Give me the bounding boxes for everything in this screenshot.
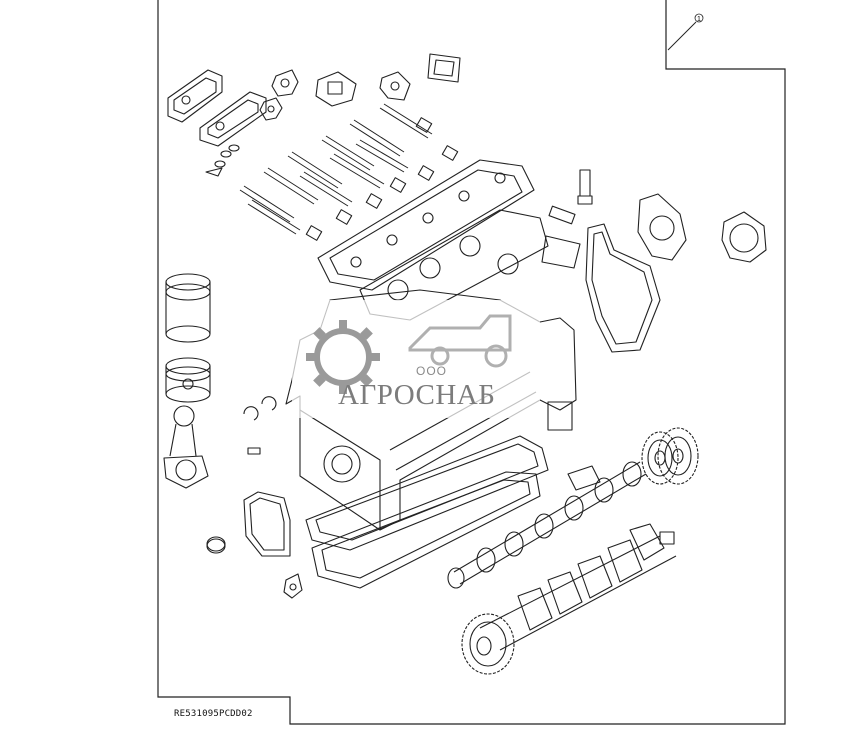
flange-gasket-1 (271, 69, 299, 97)
head-bolts (239, 103, 433, 235)
timing-cover-gasket (585, 223, 661, 353)
camshaft (447, 461, 647, 589)
water-pump-gasket (637, 193, 687, 261)
crank-seal (206, 536, 226, 554)
connecting-rod (163, 405, 209, 489)
valve-seals (305, 117, 459, 241)
head-gasket (317, 159, 535, 291)
valve-cover-gasket-right (199, 91, 267, 147)
crankshaft (479, 523, 677, 651)
idler-gear (657, 427, 699, 485)
piston (165, 357, 211, 403)
square-gasket (427, 53, 461, 83)
small-bracket-gasket (283, 573, 303, 599)
rear-cover-gasket (243, 491, 291, 557)
cam-gear (641, 431, 679, 485)
callout-1: 1 (667, 13, 704, 51)
round-cover-gasket (721, 211, 767, 263)
combine-harvester-icon (408, 314, 512, 368)
diagram-frame (157, 0, 786, 725)
exhaust-flange-gasket (315, 71, 357, 107)
oil-pan-gasket-lower (311, 471, 541, 589)
oil-pan-gasket-upper (305, 435, 549, 551)
snap-rings (243, 396, 277, 455)
crankshaft-pulley (461, 613, 515, 675)
watermark-company-name: АГРОСНАБ (338, 379, 496, 411)
cylinder-liner (165, 273, 211, 343)
gear-icon (306, 320, 380, 394)
callout-number: 1 (697, 16, 701, 23)
o-rings-small (205, 144, 240, 177)
watermark-logo (292, 300, 540, 418)
valve-cover-gasket-left (167, 69, 223, 123)
flange-gasket-2 (259, 97, 283, 121)
diagram-reference-code: RE531095PCDD02 (174, 709, 253, 719)
watermark-prefix: ООО (416, 364, 448, 378)
flange-gasket-3 (379, 71, 411, 101)
injector-seal (541, 169, 593, 269)
